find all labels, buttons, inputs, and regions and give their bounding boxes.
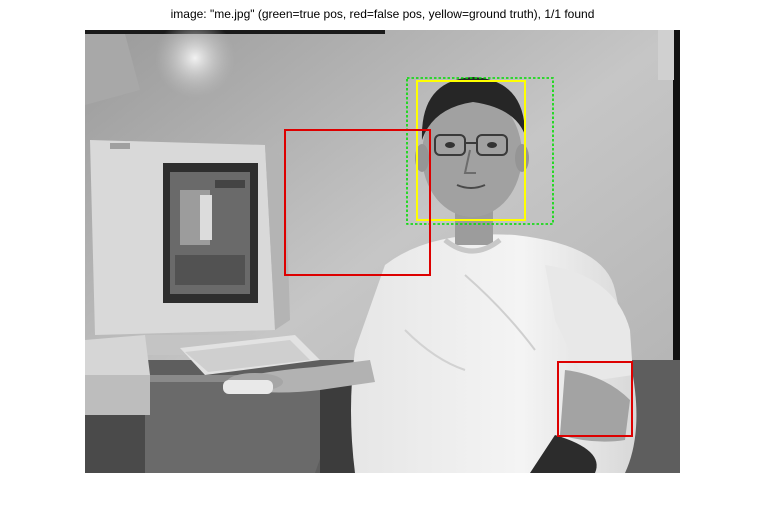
desk [85,375,360,473]
chair [530,435,597,473]
crt-monitor [90,140,290,355]
image-axes [85,30,680,473]
false-positive-box-2 [557,361,633,437]
keyboard [180,335,320,375]
desk-device [85,335,150,415]
ground-truth-box [416,80,526,221]
figure-title: image: "me.jpg" (green=true pos, red=fal… [170,7,595,21]
detection-overlays [284,77,633,437]
photo-canvas [85,30,680,473]
person [223,77,637,473]
false-positive-box-1 [284,129,431,276]
true-positive-box [406,77,554,225]
